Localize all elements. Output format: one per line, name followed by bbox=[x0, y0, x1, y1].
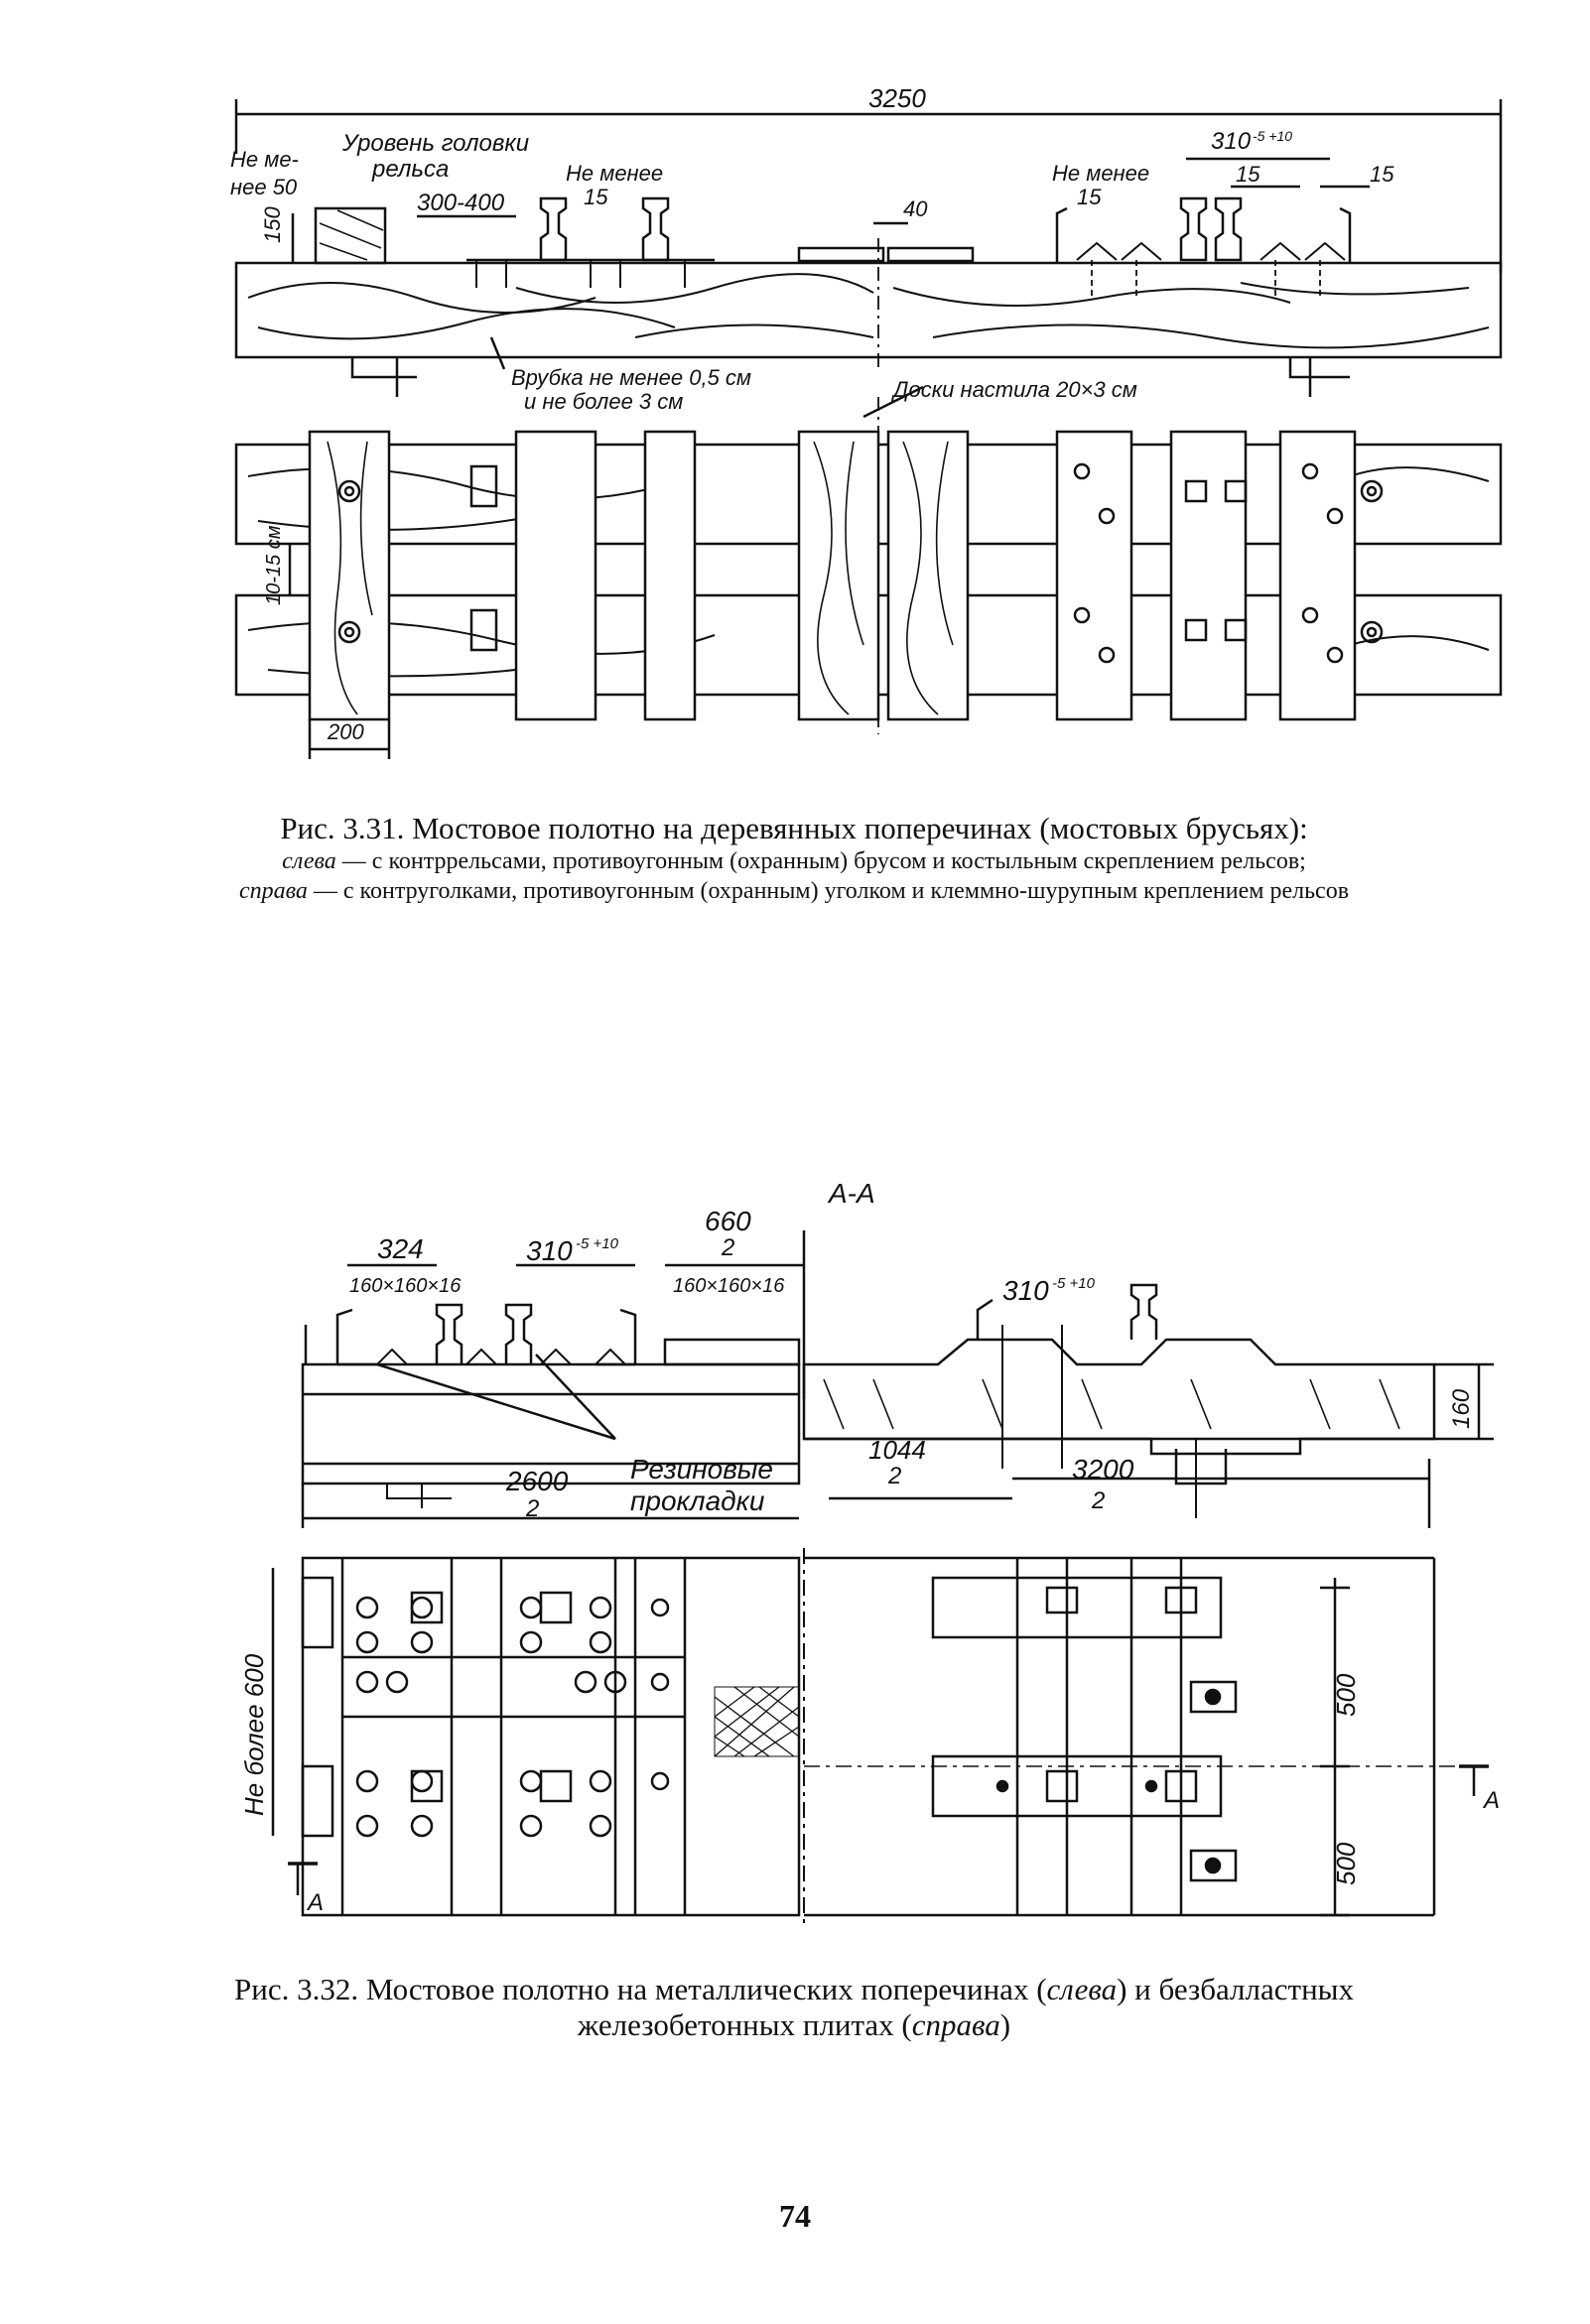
dim-160: 160 bbox=[1448, 1388, 1475, 1429]
caption-3-31-title: Рис. 3.31. Мостовое полотно на деревянны… bbox=[280, 811, 1308, 845]
dim-not-less-50-a: Не ме- bbox=[230, 147, 299, 172]
dim-1044-denominator: 2 bbox=[887, 1463, 901, 1489]
caption-3-32-part-c: железобетонных плитах ( bbox=[577, 2007, 912, 2042]
dim-2600-denominator: 2 bbox=[525, 1495, 539, 1522]
caption-3-32-line-1: Рис. 3.32. Мостовое полотно на металличе… bbox=[199, 1972, 1390, 2007]
section-marker-a-right: А bbox=[1482, 1787, 1500, 1814]
dim-not-less-15-right-a: Не менее bbox=[1052, 161, 1149, 186]
figure-3-32-caption: Рис. 3.32. Мостовое полотно на металличе… bbox=[199, 1972, 1390, 2043]
caption-3-31-left-text: — с контррельсами, противоугонным (охран… bbox=[335, 848, 1306, 874]
dim-not-more-600: Не более 600 bbox=[239, 1653, 269, 1816]
dim-10-15: 10-15 см bbox=[263, 525, 285, 605]
dim-1044: 1044 bbox=[868, 1435, 926, 1465]
caption-3-31-right: справа — с контруголками, противоугонным… bbox=[199, 876, 1390, 906]
label-angle-right: 160×160×16 bbox=[673, 1275, 785, 1297]
dim-500-b: 500 bbox=[1331, 1842, 1361, 1885]
dim-15-a: 15 bbox=[1236, 162, 1260, 187]
dim-150: 150 bbox=[260, 206, 285, 243]
caption-3-31-right-label: справа bbox=[238, 878, 308, 904]
caption-3-32-right-label: справа bbox=[911, 2007, 1000, 2042]
dim-not-less-15-right-b: 15 bbox=[1077, 185, 1102, 209]
dim-40: 40 bbox=[903, 196, 928, 221]
caption-3-32-line-2: железобетонных плитах (справа) bbox=[199, 2007, 1390, 2043]
page-number: 74 bbox=[779, 2198, 811, 2234]
figure-3-32-drawing: А-А 324 310 -5 +10 660 2 160×160×16 160×… bbox=[239, 1178, 1500, 1925]
caption-3-32-part-b: ) и безбалластных bbox=[1117, 1972, 1354, 2006]
dim-660: 660 bbox=[705, 1206, 751, 1236]
label-notch-b: и не более 3 см bbox=[524, 389, 683, 414]
dim-310-right-tolerance: -5 +10 bbox=[1052, 1275, 1096, 1292]
caption-3-31-left-label: слева bbox=[282, 848, 336, 874]
dim-3200-denominator: 2 bbox=[1091, 1487, 1105, 1514]
label-angle-left: 160×160×16 bbox=[349, 1275, 462, 1297]
label-rubber-pads-b: прокладки bbox=[630, 1485, 765, 1516]
label-rail-head-b: рельса bbox=[371, 156, 449, 183]
caption-3-32-left-label: слева bbox=[1046, 1972, 1118, 2006]
dim-310-right: 310 bbox=[1002, 1275, 1049, 1306]
dim-not-less-50-b: нее 50 bbox=[230, 175, 298, 199]
dim-300-400: 300-400 bbox=[417, 190, 505, 216]
dim-15-b: 15 bbox=[1370, 162, 1394, 187]
section-marker-a-left: А bbox=[306, 1889, 324, 1916]
dim-not-less-15-left-a: Не менее bbox=[566, 161, 663, 186]
caption-3-32-part-d: ) bbox=[999, 2007, 1011, 2042]
label-rail-head-a: Уровень головки bbox=[341, 130, 529, 157]
dim-310: 310 bbox=[1211, 128, 1252, 155]
dim-324: 324 bbox=[377, 1233, 424, 1264]
dim-3200: 3200 bbox=[1072, 1454, 1134, 1485]
dim-660-denominator: 2 bbox=[721, 1234, 734, 1261]
dim-310-left-tolerance: -5 +10 bbox=[576, 1235, 619, 1252]
figure-3-31-drawing: 3250 Не ме- нее 50 Уровень головки рельс… bbox=[230, 83, 1503, 759]
dim-2600: 2600 bbox=[505, 1466, 569, 1496]
caption-3-32-part-a: Рис. 3.32. Мостовое полотно на металличе… bbox=[234, 1972, 1047, 2006]
dim-3250: 3250 bbox=[868, 83, 926, 113]
dim-310-left: 310 bbox=[526, 1235, 573, 1266]
label-rubber-pads-a: Резиновые bbox=[630, 1454, 773, 1485]
caption-3-31-left: слева — с контррельсами, противоугонным … bbox=[199, 846, 1390, 876]
dim-200: 200 bbox=[327, 719, 364, 744]
figure-3-31-caption: Рис. 3.31. Мостовое полотно на деревянны… bbox=[199, 811, 1390, 906]
section-label-a-a: А-А bbox=[827, 1178, 875, 1209]
label-deck-boards: Доски настила 20×3 см bbox=[890, 377, 1137, 402]
caption-3-31-right-text: — с контруголками, противоугонным (охран… bbox=[307, 878, 1350, 904]
dim-not-less-15-left-b: 15 bbox=[584, 185, 608, 209]
dim-500-a: 500 bbox=[1331, 1673, 1361, 1717]
dim-310-tolerance: -5 +10 bbox=[1253, 128, 1292, 144]
label-notch-a: Врубка не менее 0,5 см bbox=[511, 365, 751, 390]
